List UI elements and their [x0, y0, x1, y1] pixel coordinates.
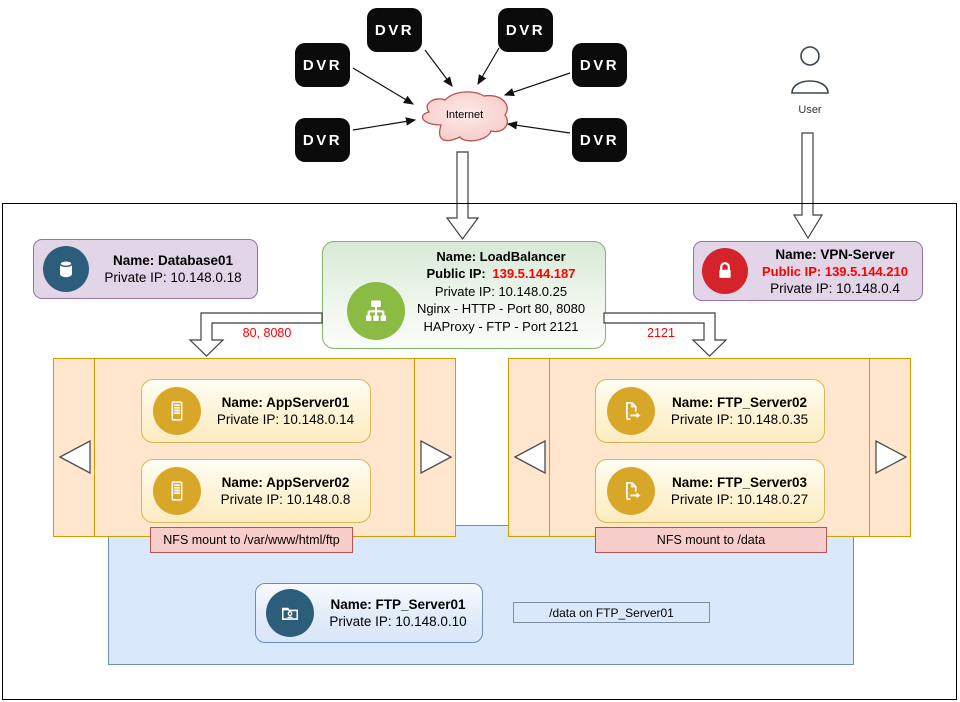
dvr-device: DVR	[295, 43, 350, 87]
server-icon	[153, 467, 201, 515]
node-name: Name: FTP_Server03	[671, 475, 808, 490]
dvr-device: DVR	[572, 43, 627, 87]
public-ip-value: 139.5.144.187	[492, 266, 576, 282]
arrow-user-to-vpn	[792, 132, 824, 240]
group-divider	[414, 359, 415, 536]
node-private-ip: Private IP: 10.148.0.8	[220, 492, 351, 507]
node-ftpserver02: Name: FTP_Server02 Private IP: 10.148.0.…	[595, 379, 825, 443]
arrow-internet-to-loadbalancer	[445, 151, 480, 241]
triangle-right-icon	[420, 440, 452, 474]
node-database01: Name: Database01 Private IP: 10.148.0.18	[33, 239, 258, 299]
node-public-ip: Public IP: 139.5.144.210	[762, 263, 908, 279]
lock-icon	[702, 248, 748, 294]
database-icon	[43, 246, 89, 292]
node-name: Name: Database01	[112, 253, 234, 268]
edge-label-http-ports: 80, 8080	[242, 326, 292, 340]
node-ftpserver03: Name: FTP_Server03 Private IP: 10.148.0.…	[595, 459, 825, 523]
node-appserver02: Name: AppServer02 Private IP: 10.148.0.8	[141, 459, 371, 523]
nfs-mount-label-data: NFS mount to /data	[595, 527, 827, 553]
node-name: Name: AppServer01	[221, 395, 350, 410]
file-export-icon	[607, 467, 655, 515]
user-node: User	[786, 45, 834, 116]
triangle-right-icon	[875, 440, 907, 474]
dvr-device: DVR	[295, 118, 350, 162]
node-text: Name: LoadBalancer Public IP: 139.5.144.…	[403, 248, 599, 335]
dvr-device: DVR	[498, 8, 553, 52]
node-private-ip: Private IP: 10.148.0.4	[770, 280, 900, 296]
node-private-ip: Private IP: 10.148.0.35	[670, 412, 809, 427]
service-ftp: HAProxy - FTP - Port 2121	[423, 318, 579, 334]
node-name: Name: FTP_Server01	[330, 597, 466, 612]
node-text: Name: FTP_Server02 Private IP: 10.148.0.…	[655, 394, 824, 428]
node-public-ip: Public IP: 139.5.144.187	[403, 265, 599, 282]
group-divider	[94, 359, 95, 536]
ftp-server-group: Name: FTP_Server02 Private IP: 10.148.0.…	[508, 358, 911, 537]
node-name: Name: AppServer02	[221, 475, 350, 490]
node-vpn-server: Name: VPN-Server Public IP: 139.5.144.21…	[693, 241, 923, 301]
dvr-device: DVR	[367, 8, 422, 52]
node-private-ip: Private IP: 10.148.0.25	[434, 283, 568, 299]
server-icon	[153, 387, 201, 435]
node-private-ip: Private IP: 10.148.0.10	[329, 614, 467, 629]
node-name: Name: FTP_Server02	[671, 395, 808, 410]
internet-label: Internet	[445, 109, 484, 121]
folder-user-icon	[266, 589, 314, 637]
node-text: Name: Database01 Private IP: 10.148.0.18	[89, 252, 257, 286]
node-text: Name: VPN-Server Public IP: 139.5.144.21…	[748, 246, 922, 297]
node-appserver01: Name: AppServer01 Private IP: 10.148.0.1…	[141, 379, 371, 443]
service-http: Nginx - HTTP - Port 80, 8080	[416, 301, 586, 317]
public-ip-label: Public IP:	[426, 266, 486, 282]
node-private-ip: Private IP: 10.148.0.27	[670, 492, 809, 507]
node-name: Name: VPN-Server	[775, 246, 895, 262]
group-divider	[549, 359, 550, 536]
node-name: Name: LoadBalancer	[436, 249, 566, 264]
node-text: Name: FTP_Server01 Private IP: 10.148.0.…	[314, 596, 482, 630]
file-export-icon	[607, 387, 655, 435]
node-text: Name: FTP_Server03 Private IP: 10.148.0.…	[655, 474, 824, 508]
person-icon	[791, 46, 829, 94]
node-loadbalancer: Name: LoadBalancer Public IP: 139.5.144.…	[322, 241, 606, 349]
node-private-ip: Private IP: 10.148.0.14	[216, 412, 355, 427]
data-location-note: /data on FTP_Server01	[513, 602, 710, 623]
user-label: User	[798, 104, 822, 116]
load-balancer-tree-icon	[347, 282, 405, 340]
edge-label-ftp-port: 2121	[647, 326, 675, 340]
dvr-device: DVR	[572, 118, 627, 162]
triangle-left-icon	[514, 440, 546, 474]
app-server-group: Name: AppServer01 Private IP: 10.148.0.1…	[53, 358, 456, 537]
node-text: Name: AppServer02 Private IP: 10.148.0.8	[201, 474, 370, 508]
node-ftpserver01: Name: FTP_Server01 Private IP: 10.148.0.…	[255, 583, 483, 643]
triangle-left-icon	[59, 440, 91, 474]
node-private-ip: Private IP: 10.148.0.18	[104, 270, 242, 285]
node-text: Name: AppServer01 Private IP: 10.148.0.1…	[201, 394, 370, 428]
nfs-mount-label-app: NFS mount to /var/www/html/ftp	[150, 527, 353, 553]
group-divider	[869, 359, 870, 536]
